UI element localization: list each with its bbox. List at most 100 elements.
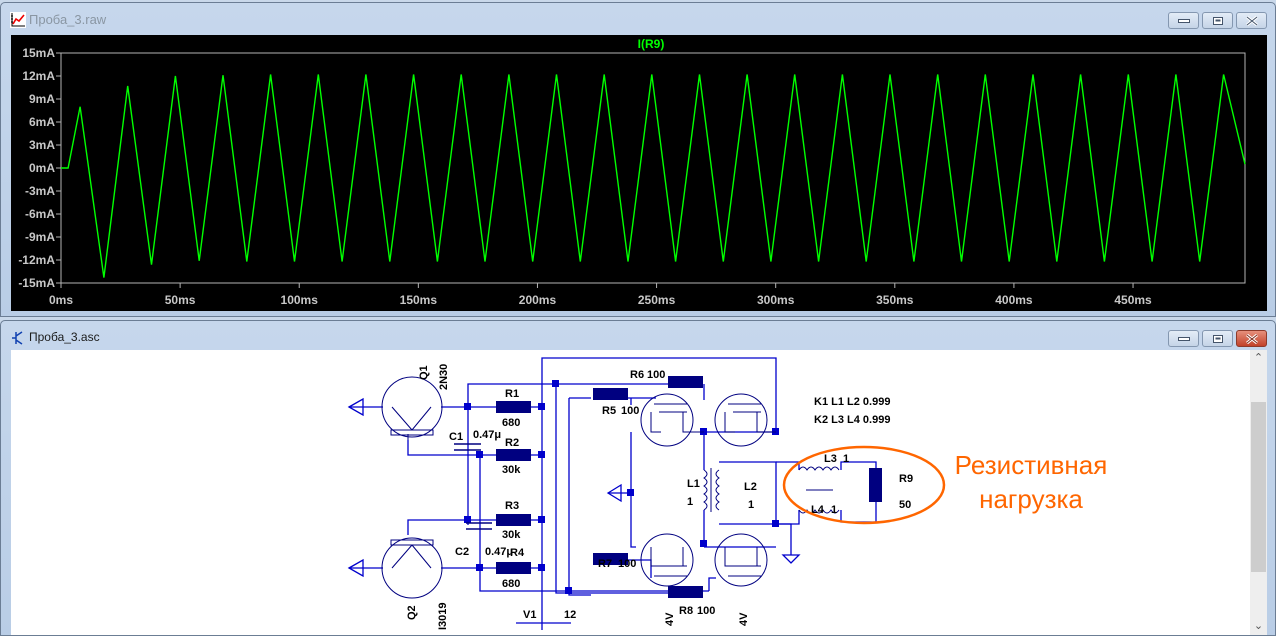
scrollbar-thumb[interactable] <box>1251 402 1266 572</box>
label-mosfet-left: 4V <box>664 612 676 626</box>
y-tick-label: -6mA <box>25 207 55 221</box>
label-q2-model: I3019 <box>437 602 449 630</box>
close-icon <box>1245 333 1258 344</box>
transistor-q1 <box>381 376 443 440</box>
y-tick-label: 0mA <box>29 161 55 175</box>
label-r5: R5 <box>602 405 616 417</box>
resistor-r1 <box>496 401 531 413</box>
waveform-window: Проба_3.raw I(R9) 15mA 12mA 9mA 6mA 3mA 0mA -3… <box>0 2 1276 317</box>
mosfets <box>640 393 776 587</box>
label-r4: R4 <box>510 547 525 559</box>
label-l2: L2 <box>744 481 757 493</box>
window-controls <box>1168 330 1267 347</box>
label-r2-value: 30k <box>502 464 521 476</box>
spice-directive-k2: K2 L3 L4 0.999 <box>814 414 890 426</box>
label-r3: R3 <box>505 500 519 512</box>
label-r9-value: 50 <box>899 499 911 511</box>
label-mosfet-right: 4V <box>738 612 750 626</box>
x-tick-label: 100ms <box>281 293 319 307</box>
transistor-icon <box>12 331 23 345</box>
resistor-r9 <box>869 468 882 502</box>
window-controls <box>1168 12 1267 29</box>
resistor-r5 <box>593 388 628 400</box>
maximize-icon <box>1212 334 1223 343</box>
x-tick-label: 50ms <box>165 293 196 307</box>
transistor-q2 <box>381 537 443 599</box>
x-tick-label: 300ms <box>757 293 795 307</box>
label-r1-value: 680 <box>502 417 520 429</box>
x-tick-label: 350ms <box>876 293 914 307</box>
chart-svg: I(R9) 15mA 12mA 9mA 6mA 3mA 0mA -3mA -6mA -9mA -1… <box>18 37 1246 307</box>
close-button[interactable] <box>1236 330 1267 347</box>
label-r6-value: 100 <box>647 369 665 381</box>
label-r8-value: 100 <box>697 605 715 617</box>
label-l1-value: 1 <box>687 496 693 508</box>
x-tick-label: 450ms <box>1114 293 1152 307</box>
y-tick-label: 12mA <box>22 69 55 83</box>
label-l4-value: 1 <box>831 504 837 516</box>
y-tick-label: 15mA <box>22 46 55 60</box>
y-tick-label: 3mA <box>29 138 55 152</box>
minimize-icon <box>1177 336 1190 341</box>
resistor-r6 <box>668 376 703 388</box>
spice-directive-k1: K1 L1 L2 0.999 <box>814 396 890 408</box>
chart-title: I(R9) <box>638 37 665 51</box>
waveform-plot[interactable]: I(R9) 15mA 12mA 9mA 6mA 3mA 0mA -3mA -6mA -9mA -1… <box>11 35 1267 311</box>
y-tick-label: -12mA <box>18 253 55 267</box>
label-r6: R6 <box>630 369 644 381</box>
capacitors <box>454 443 492 530</box>
label-r7-value: 100 <box>618 558 636 570</box>
scroll-up-arrow-icon[interactable]: ⌃ <box>1253 352 1264 364</box>
label-l3-value: 1 <box>843 453 849 465</box>
waveform-icon <box>10 12 26 28</box>
x-tick-label: 150ms <box>400 293 438 307</box>
schematic-window: Проба_3.asc <box>0 320 1276 636</box>
annotation-ellipse <box>782 445 946 525</box>
vertical-scrollbar[interactable]: ⌃ ⌄ <box>1250 350 1267 635</box>
annotation-line2: нагрузка <box>979 484 1083 514</box>
label-r3-value: 30k <box>502 529 521 541</box>
label-r7: R7 <box>598 558 612 570</box>
label-q1-model: 2N30 <box>438 364 450 390</box>
close-icon <box>1245 15 1258 26</box>
y-tick-label: 6mA <box>29 115 55 129</box>
resistor-r7 <box>593 553 628 565</box>
annotation-line1: Резистивная <box>955 450 1108 480</box>
label-c2: C2 <box>455 546 469 558</box>
label-c1-value: 0.47μ <box>473 429 501 441</box>
label-r8: R8 <box>679 605 693 617</box>
window-title: Проба_3.asc <box>29 330 100 344</box>
schematic-canvas[interactable]: Q1 2N30 Q2 I3019 R1 680 C1 0.47μ R2 30k … <box>11 350 1267 635</box>
label-v1-value: 12 <box>564 609 576 621</box>
resistor-r8 <box>668 586 703 598</box>
label-r5-value: 100 <box>621 405 639 417</box>
y-tick-label: 9mA <box>29 92 55 106</box>
wires <box>347 357 877 630</box>
minimize-button[interactable] <box>1168 330 1199 347</box>
label-c2-value: 0.47μ <box>485 546 513 558</box>
resistor-r2 <box>496 449 531 461</box>
label-l1: L1 <box>687 478 700 490</box>
window-title: Проба_3.raw <box>29 12 107 27</box>
close-button[interactable] <box>1236 12 1267 29</box>
maximize-button[interactable] <box>1202 330 1233 347</box>
maximize-button[interactable] <box>1202 12 1233 29</box>
minimize-button[interactable] <box>1168 12 1199 29</box>
y-tick-label: -9mA <box>25 230 55 244</box>
x-tick-label: 400ms <box>995 293 1033 307</box>
label-r2: R2 <box>505 437 519 449</box>
label-l3: L3 <box>824 453 837 465</box>
x-tick-label: 250ms <box>638 293 676 307</box>
y-tick-label: -3mA <box>25 184 55 198</box>
minimize-icon <box>1177 18 1190 23</box>
inductors <box>703 466 840 514</box>
label-l4: L4 <box>811 504 825 516</box>
maximize-icon <box>1212 16 1223 25</box>
label-l2-value: 1 <box>748 499 754 511</box>
label-r1: R1 <box>505 388 519 400</box>
label-r4-value: 680 <box>502 578 520 590</box>
scroll-down-arrow-icon[interactable]: ⌄ <box>1253 620 1264 632</box>
y-tick-label: -15mA <box>18 276 55 290</box>
schematic-svg: Q1 2N30 Q2 I3019 R1 680 C1 0.47μ R2 30k … <box>347 357 1108 630</box>
x-tick-label: 0ms <box>49 293 73 307</box>
